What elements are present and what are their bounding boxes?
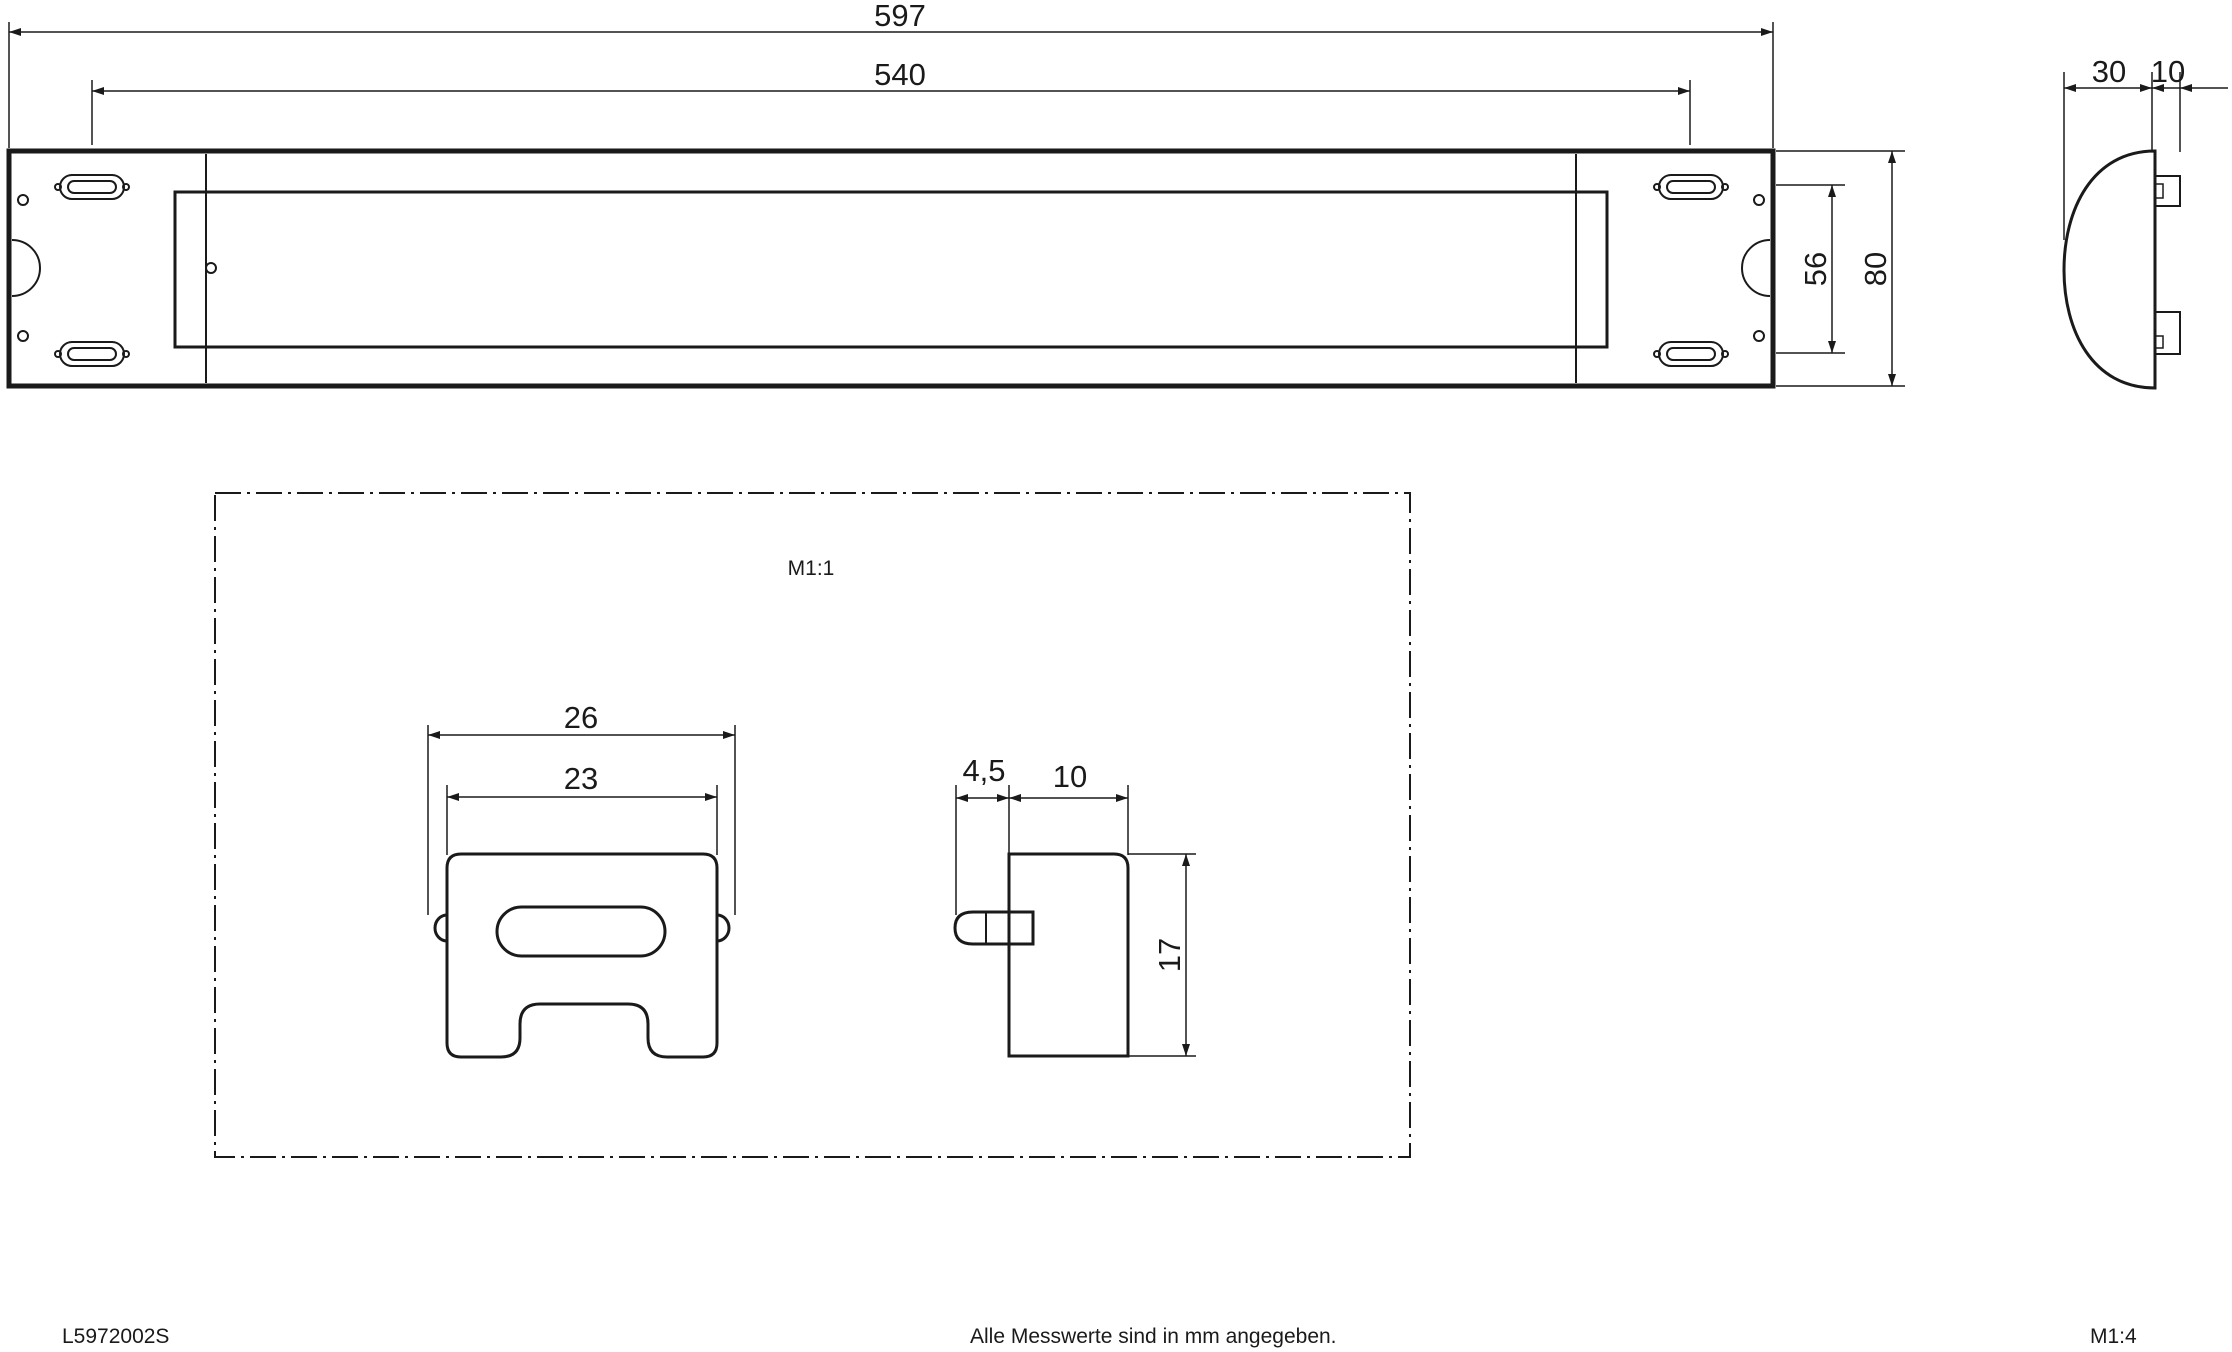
dim-56-label: 56 [1798,252,1833,286]
side-view [2062,72,2228,390]
screw-hole [17,194,29,206]
luminaire-housing [6,148,1776,389]
dim-23-label: 23 [564,761,598,796]
cable-entry-right [1741,239,1771,297]
mounting-clip-front [427,725,736,1059]
clip-tab-left [433,913,448,943]
screw-hole [1753,194,1765,206]
dim-10-clip-label: 10 [1053,759,1087,794]
detail-frame [214,492,1411,1158]
side-socket-bottom [2154,311,2181,355]
side-socket-top [2154,175,2181,207]
clip-side-pin [953,910,1035,946]
dim-80-label: 80 [1858,252,1893,286]
diffuser-panel [173,190,1609,349]
clip-side-body [1007,852,1130,1058]
side-profile-body [2062,149,2157,390]
dim-26-label: 26 [564,700,598,735]
dim-540-label: 540 [874,57,926,92]
mounting-clip-side [953,785,1196,1058]
drawing-scale: M1:4 [2090,1325,2137,1348]
dim-30-label: 30 [2092,54,2126,89]
dim-10-label: 10 [2151,54,2185,89]
screw-hole [1753,330,1765,342]
indicator-dot [205,262,217,274]
measurement-note: Alle Messwerte sind in mm angegeben. [970,1325,1337,1348]
clip-tab-right [716,913,731,943]
mount-slot-top-left [54,174,130,200]
mount-slot-top-right [1653,174,1729,200]
dim-4-5-label: 4,5 [962,753,1005,788]
detail-scale-label: M1:1 [788,557,835,580]
dim-597-label: 597 [874,0,926,33]
cable-entry-left [11,239,41,297]
mount-slot-bottom-right [1653,341,1729,367]
screw-hole [17,330,29,342]
dim-17-label: 17 [1152,938,1187,972]
clip-body [445,852,719,1059]
mount-slot-bottom-left [54,341,130,367]
article-number: L5972002S [62,1325,170,1348]
clip-slot [495,905,667,958]
front-view [6,22,1905,389]
